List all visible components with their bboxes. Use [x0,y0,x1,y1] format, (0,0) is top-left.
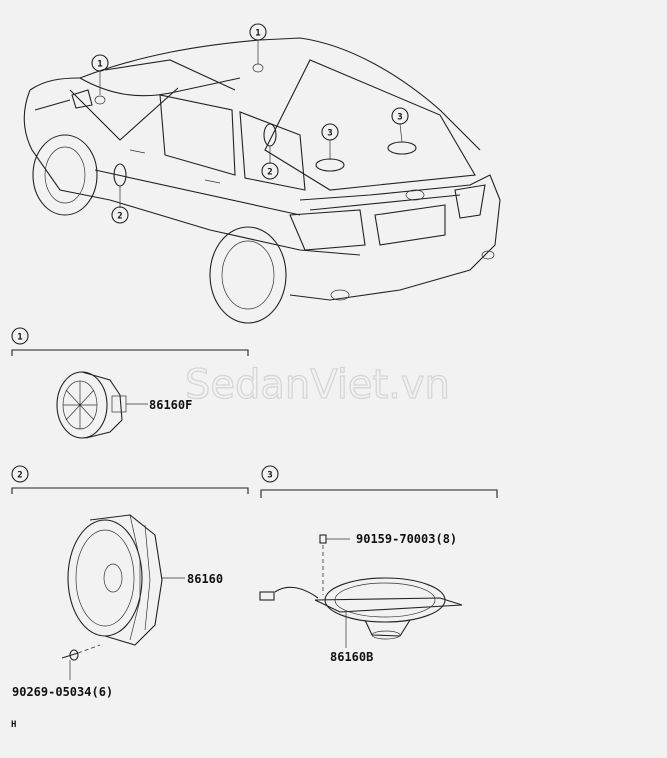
svg-text:2: 2 [267,168,272,178]
corner-mark: H [11,720,16,730]
car-callout-3-right: 3 [391,107,409,125]
rear-deck-speaker-right-location [387,141,417,155]
front-tweeter-location [94,95,106,105]
svg-text:1: 1 [17,333,22,343]
rear-door-speaker-location [263,123,277,147]
car-illustration [23,37,501,324]
part-label-86160f: 86160F [149,398,192,412]
section-2-header: 2 [11,465,249,494]
watermark-text: SedanViet.vn [185,362,450,408]
section-3-header: 3 [260,465,498,498]
part-label-86160: 86160 [187,572,223,586]
svg-text:2: 2 [117,212,122,222]
svg-text:3: 3 [327,129,332,139]
svg-text:1: 1 [97,60,102,70]
rear-deck-speaker-left-location [315,158,345,172]
car-callout-1-front: 1 [91,54,109,72]
car-callout-3-left: 3 [321,123,339,141]
part-label-86160b: 86160B [330,650,373,664]
part-label-90269: 90269-05034(6) [12,685,113,699]
pillar-tweeter-location [252,63,264,73]
car-callout-2-front: 2 [111,206,129,224]
rear-speaker-86160b-drawing [259,577,463,648]
svg-text:2: 2 [17,471,22,481]
svg-text:3: 3 [267,471,272,481]
part-label-90159: 90159-70003(8) [356,532,457,546]
tweeter-86160f-drawing [56,371,148,439]
door-speaker-86160-drawing [67,514,185,646]
svg-text:1: 1 [255,29,260,39]
car-callout-2-rear: 2 [261,162,279,180]
screw-90269-drawing [61,644,101,680]
svg-text:3: 3 [397,113,402,123]
screw-90159-drawing [319,534,350,595]
car-callout-1-pillar: 1 [249,23,267,41]
section-1-header: 1 [11,327,249,356]
